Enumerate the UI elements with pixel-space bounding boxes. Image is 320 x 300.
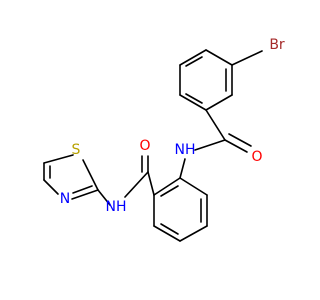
- carbonyl-n-bond-lower: [124, 171, 149, 198]
- amide-o-lower-label: O: [139, 138, 150, 154]
- thiazole-ring: [43, 154, 99, 200]
- background: [0, 0, 300, 300]
- thiazole-s-label: S: [72, 142, 81, 158]
- aryl-carbonyl-bond-lower: [147, 171, 155, 196]
- molecule-canvas: Br NH O O NH S N: [0, 0, 300, 300]
- carbonyl-n-bond-upper: [194, 139, 226, 151]
- amide-nh-upper-label: NH: [175, 142, 196, 158]
- amide-nh-lower-label: NH: [106, 199, 127, 215]
- carbonyl-double-bond-upper: [224, 139, 248, 153]
- bromine-label: Br: [269, 37, 285, 53]
- bromophenyl-ring: [179, 49, 233, 111]
- n-aryl-bond-upper: [179, 158, 186, 179]
- molecule-structure: Br NH O O NH S N: [0, 0, 300, 300]
- central-phenyl-ring: [153, 177, 208, 242]
- n-thiazole-bond: [97, 189, 111, 206]
- amide-o-upper-label: O: [251, 149, 262, 165]
- thiazole-n-label: N: [60, 191, 70, 207]
- c-br-bond: [231, 50, 263, 66]
- aryl-carbonyl-bond: [205, 109, 226, 141]
